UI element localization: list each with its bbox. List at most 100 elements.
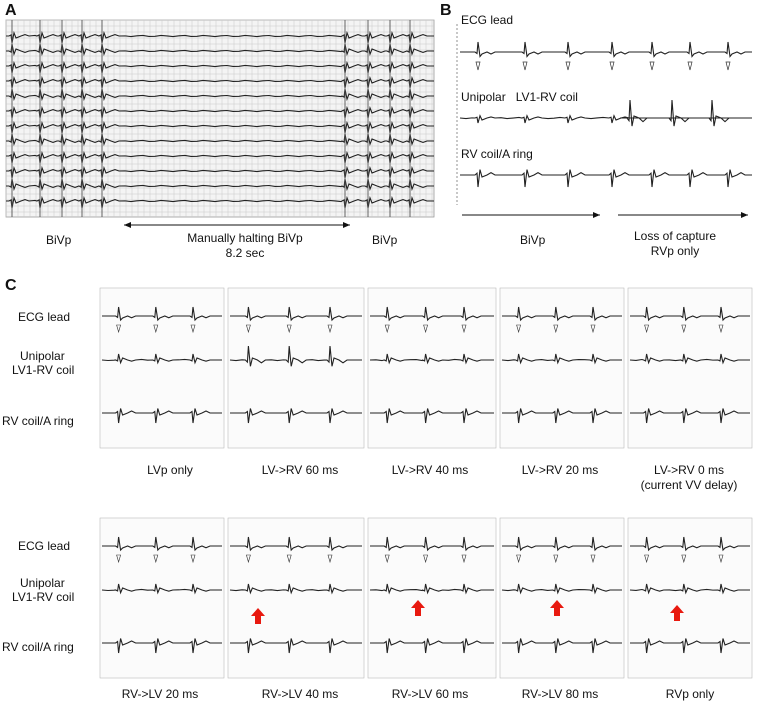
panel-c-strip-frame (367, 517, 497, 679)
panel-c-rv-trace (630, 638, 750, 654)
panel-c-pace-marker-icon (553, 554, 559, 564)
panel-c-unipolar-trace (629, 583, 750, 595)
panel-a-paper (5, 19, 435, 218)
panel-c-unipolar-trace (501, 583, 622, 595)
panel-a-lead-trace (6, 195, 434, 209)
panel-c-pace-marker-icon (461, 554, 467, 564)
panel-c-pace-marker-icon (553, 324, 559, 334)
panel-c-rv-trace (102, 408, 222, 424)
panel-c-caption-rv-lv-80: RV->LV 80 ms (521, 687, 599, 701)
panel-c-unipolar-trace (629, 353, 750, 365)
panel-c-ecg-trace (630, 536, 750, 552)
panel-c-unipolar-trace (501, 353, 622, 365)
panel-b-loss-arrowhead (741, 212, 748, 218)
panel-b-rv-trace (460, 169, 752, 188)
panel-c-pace-marker-icon (681, 324, 687, 334)
panel-c-red-arrow-icon (550, 600, 564, 616)
panel-c-pace-marker-icon (590, 324, 596, 334)
panel-c-ecg-trace (630, 306, 750, 322)
panel-c-ecg-trace (502, 306, 622, 322)
panel-c-caption-lv-rv-40: LV->RV 40 ms (391, 463, 469, 477)
panel-c-pace-marker-icon (681, 554, 687, 564)
panel-c-pace-marker-icon (718, 324, 724, 334)
panel-c-pace-marker-icon (116, 324, 121, 334)
panel-c-rv-trace (230, 638, 362, 654)
panel-c-pace-marker-icon (644, 324, 649, 334)
panel-c-ecg-trace (102, 536, 222, 552)
panel-c-pace-marker-icon (718, 554, 724, 564)
panel-c-caption-rvp-only: RVp only (665, 687, 715, 701)
panel-a-lead-trace (6, 75, 434, 89)
panel-b-pace-marker-icon (609, 61, 615, 71)
panel-c-strip-frame (627, 287, 753, 449)
panel-c-red-arrow-icon (411, 600, 425, 616)
panel-c-row2-ecg-label: ECG lead (18, 539, 71, 553)
panel-c-caption-lv-rv-0: LV->RV 0 ms (654, 463, 724, 477)
panel-a-lead-trace (6, 178, 434, 192)
panel-b-bivp-arrowhead (593, 212, 600, 218)
panel-c-rv-trace (630, 408, 750, 424)
panel-c-pace-marker-icon (590, 554, 596, 564)
panel-c-ecg-trace (230, 306, 362, 322)
panel-c-pace-marker-icon (116, 554, 121, 564)
panel-c-rv-trace (102, 638, 222, 654)
panel-a-lead-trace (6, 133, 434, 147)
panel-c-caption-lv-rv-20: LV->RV 20 ms (521, 463, 599, 477)
panel-c-ecg-trace (370, 536, 494, 552)
panel-c-letter: C (5, 277, 17, 294)
panel-c-caption-lvp-only: LVp only (147, 463, 193, 477)
panel-a-label-halting: Manually halting BiVp (187, 231, 303, 245)
panel-c-pace-marker-icon (153, 324, 159, 334)
panel-b-label-bivp: BiVp (520, 233, 546, 247)
panel-a-letter: A (5, 2, 17, 19)
panel-b-trace-rv-label: RV coil/A ring (461, 147, 533, 161)
panel-c-rv-trace (370, 638, 494, 654)
panel-b-label-rvp-only: RVp only (650, 244, 700, 258)
panel-c-row1-lv1rv-label: LV1-RV coil (12, 363, 75, 377)
panel-a-lead-trace (6, 60, 434, 74)
panel-c-pace-marker-icon (384, 554, 390, 564)
panel-c-pace-marker-icon (246, 554, 251, 564)
panel-c-caption-lv-rv-60: LV->RV 60 ms (261, 463, 339, 477)
panel-b-pace-marker-icon (725, 61, 731, 71)
panel-c-strip-frame (499, 517, 625, 679)
panel-a-label-duration: 8.2 sec (225, 246, 265, 260)
panel-c-pace-marker-icon (516, 324, 521, 334)
panel-b-unipolar-trace (459, 114, 752, 124)
panel-c-row2-lv1rv-label: LV1-RV coil (12, 590, 75, 604)
panel-a-lead-trace (6, 165, 434, 179)
panel-c-pace-marker-icon (423, 554, 428, 564)
panel-c-pace-marker-icon (423, 324, 428, 334)
panel-c-pace-marker-icon (384, 324, 390, 334)
panel-c-unipolar-trace (101, 353, 222, 365)
panel-c-strip-frame (627, 517, 753, 679)
panel-c-row1-ecg-label: ECG lead (18, 310, 71, 324)
panel-a-lead-trace (6, 88, 434, 102)
panel-a-label-bivp-right: BiVp (372, 233, 398, 247)
panel-c-strip-frame (367, 287, 497, 449)
panel-b-pace-marker-icon (649, 61, 655, 71)
panel-a-halting-arrowhead-left (124, 222, 131, 228)
panel-c-pace-marker-icon (327, 554, 333, 564)
panel-c-rv-trace (230, 408, 362, 424)
panel-a-halting-arrowhead-right (343, 222, 350, 228)
panel-c-pace-marker-icon (190, 324, 196, 334)
panel-c-pace-marker-icon (327, 324, 333, 334)
panel-c-red-arrow-icon (251, 608, 265, 624)
panel-c-rv-trace (502, 638, 622, 654)
panel-c-caption-rv-lv-40: RV->LV 40 ms (261, 687, 339, 701)
panel-b-pace-marker-icon (565, 61, 571, 71)
panel-c-row1-rv-label: RV coil/A ring (2, 414, 74, 428)
panel-c-strip-frame (227, 517, 365, 679)
panel-a-lead-trace (6, 150, 434, 164)
panel-c-unipolar-trace (101, 583, 222, 595)
panel-c-strip-frame (227, 287, 365, 449)
panel-b-trace-ecg-label: ECG lead (461, 13, 514, 27)
panel-b-pace-marker-icon (687, 61, 693, 71)
panel-c-rv-trace (502, 408, 622, 424)
panel-c-pace-marker-icon (153, 554, 159, 564)
panel-c-ecg-trace (230, 536, 362, 552)
panel-c-pace-marker-icon (461, 324, 467, 334)
panel-b-ecg-trace (460, 41, 752, 58)
panel-c-unipolar-trace (369, 353, 494, 365)
